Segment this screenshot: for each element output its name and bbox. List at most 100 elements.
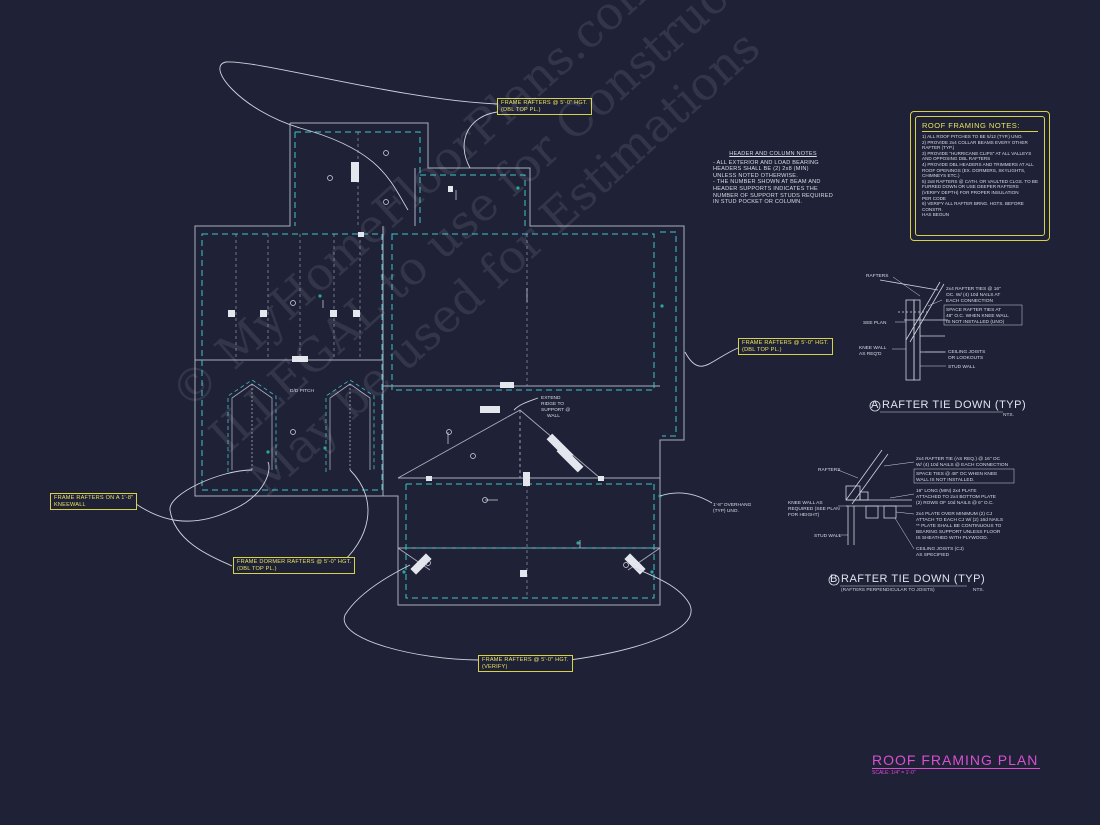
do-pitch-label: D/D PITCH: [290, 388, 315, 394]
detail-b-tie-2: W/ (4) 10d NAILS @ EACH CONNECTION: [916, 462, 1009, 468]
header-notes-line: HEADERS SHALL BE (2) 2x8 (MIN): [713, 166, 809, 173]
roof-notes-inner-frame: ROOF FRAMING NOTES: 1) ALL ROOF PITCHES …: [915, 116, 1045, 236]
detail-b-plateover-1: 2x4 PLATE OVER MINIMUM (2) CJ: [916, 511, 993, 517]
roof-note: RAFTER (TYP.): [922, 145, 955, 151]
detail-a-ceiling-1: CEILING JOISTS: [948, 349, 985, 355]
detail-a-space-1: SPACE RAFTER TIES AT: [946, 307, 1001, 313]
detail-a-stud: STUD WALL: [948, 364, 976, 370]
callout-dormer-rafters: FRAME DORMER RAFTERS @ 5'-0" HGT. (DBL T…: [233, 557, 356, 575]
detail-a-marker: [869, 400, 881, 412]
detail-a-space-box: [943, 304, 1023, 326]
detail-b-plateover-3: ** PLATE SHALL BE CONTINUOUS TO: [916, 523, 1002, 529]
roof-framing-notes: ROOF FRAMING NOTES: 1) ALL ROOF PITCHES …: [910, 111, 1050, 241]
roof-note: AND OPPOSING DBL RAFTERS: [922, 156, 991, 162]
detail-a-letter: A: [871, 399, 879, 411]
callout-kneewall-line-2: KNEEWALL: [54, 501, 86, 508]
header-notes-line: IN STUD POCKET OR COLUMN.: [713, 199, 803, 206]
roof-note: CHIMNEYS ETC.): [922, 173, 960, 179]
detail-b-stud: STUD WALL: [814, 533, 842, 539]
roof-note: 2) PROVIDE 2x4 COLLAR BEAMS EVERY OTHER: [922, 139, 1028, 145]
overhang-line-1: 1'-8" OVERHANG: [713, 502, 752, 508]
sheet-title: ROOF FRAMING PLAN: [872, 752, 1039, 768]
roof-note: 6) VERIFY ALL RAFTER BRNG. HGTS. BEFORE …: [922, 201, 1024, 212]
callout-bottom-rafters-line-1: FRAME RAFTERS @ 5'-0" HGT.: [482, 657, 569, 663]
callout-top-rafters-line-2: (DBL TOP PL.): [501, 106, 541, 113]
roof-note: 3) PROVIDE "HURRICANE CLIPS" AT ALL VALL…: [922, 150, 1032, 156]
detail-b-nts: NTS.: [973, 588, 984, 593]
detail-b-plateover-4: BEARING SUPPORT UNLESS FLOOR: [916, 529, 1001, 535]
rafter-lines-left: [235, 132, 528, 598]
detail-a-tie-1: 2x4 RAFTER TIES @ 16": [946, 286, 1001, 292]
callout-right-rafters: FRAME RAFTERS @ 5'-0" HGT. (DBL TOP PL.): [738, 338, 833, 356]
symbol-circles: [290, 150, 629, 568]
header-notes-title: HEADER AND COLUMN NOTES: [729, 151, 817, 157]
roof-note: 5) 2x8 RAFTERS @ CATH. OR VAULTED CLGS. …: [922, 178, 1039, 184]
detail-a-see-plan: SEE PLAN: [863, 320, 887, 326]
callout-bottom-rafters: FRAME RAFTERS @ 5'-0" HGT. (VERIFY): [478, 655, 573, 673]
framing-dashed-lines: [201, 131, 677, 599]
roof-note: 4) PROVIDE DBL HEADERS AND TRIMMERS AT A…: [922, 161, 1034, 167]
detail-a-knee-2: AS REQ'D: [859, 351, 882, 357]
detail-b-knee-3: FOR HEIGHT): [788, 512, 820, 518]
header-notes-line: - ALL EXTERIOR AND LOAD BEARING: [713, 159, 819, 166]
detail-b-leaders: [837, 461, 915, 550]
callout-kneewall: FRAME RAFTERS ON A 1'-8" KNEEWALL: [50, 493, 138, 511]
header-column-notes: HEADER AND COLUMN NOTES - ALL EXTERIOR A…: [713, 151, 833, 206]
detail-a-nts: NTS.: [1003, 413, 1014, 418]
roof-note: PER CODE: [922, 195, 946, 201]
callout-kneewall-line-1: FRAME RAFTERS ON A 1'-8": [54, 495, 134, 501]
detail-b-rafters-label: RAFTERS: [818, 467, 840, 473]
span-arrows: [322, 190, 581, 548]
detail-a-space-2: 48" O.C. WHEN KNEE WALL: [946, 313, 1009, 319]
roof-notes-list: 1) ALL ROOF PITCHES TO BE 5/12 (TYP.) UN…: [922, 134, 1039, 218]
detail-b-space-box: [913, 468, 1015, 484]
detail-a-rafters-label: RAFTERS: [866, 273, 888, 279]
header-notes-line: HEADER SUPPORTS INDICATES THE: [713, 185, 818, 192]
hip-roof-lines: [397, 409, 661, 571]
callout-dormer-line-2: (DBL TOP PL.): [237, 565, 277, 572]
dormer-dashed: [227, 379, 375, 472]
detail-b-plate-1: 16" LONG (MIN) 2x4 PLATE: [916, 488, 977, 494]
sheet-title-underline: [872, 768, 1040, 769]
detail-b-title: RAFTER TIE DOWN (TYP): [841, 573, 986, 585]
detail-b-subtitle: (RAFTERS PERPENDICULAR TO JOISTS): [841, 588, 935, 593]
teal-marks: [266, 186, 664, 574]
extend-ridge-line-2: RIDGE TO: [541, 401, 564, 407]
roof-note: HAS BEGUN: [922, 212, 950, 218]
detail-b-plateover-2: ATTACH TO EACH CJ W/ (2) 16d NAILS: [916, 517, 1003, 523]
detail-a-tie-2: OC. W/ (4) 10d NAILS AT: [946, 292, 1000, 298]
overhang-line-2: (TYP) UNO.: [713, 508, 739, 514]
wall-outlines: [194, 122, 685, 606]
callout-top-rafters-line-1: FRAME RAFTERS @ 5'-0" HGT.: [501, 100, 588, 106]
roof-notes-divider: [922, 131, 1038, 132]
extend-ridge-line-4: WALL: [547, 413, 560, 419]
roof-note: FURRED DOWN OR USE DEEPER RAFTERS: [922, 184, 1019, 190]
detail-a-ceiling-2: OR LOOKOUTS: [948, 355, 983, 361]
leader-curves: [135, 61, 739, 661]
dormers: [231, 383, 371, 470]
detail-b-knee-2: REQUIRED (SEE PLAN: [788, 506, 840, 512]
callout-right-rafters-line-1: FRAME RAFTERS @ 5'-0" HGT.: [742, 340, 829, 346]
detail-b-letter: B: [830, 573, 838, 585]
diagonal-beams: [410, 433, 646, 575]
detail-b-tie-1: 2x4 RAFTER TIE (AS REQ.) @ 16" OC: [916, 456, 1001, 462]
extend-ridge-line-1: EXTEND: [541, 395, 561, 401]
detail-b-drawing: [845, 449, 912, 545]
detail-b-space-1: SPACE TIES @ 48" OC WHEN KNEE: [916, 471, 997, 477]
callout-right-rafters-line-2: (DBL TOP PL.): [742, 346, 782, 353]
roof-note: (VERIFY DEPTH) FOR PROPER INSULATION: [922, 189, 1019, 195]
header-notes-line: - THE NUMBER SHOWN AT BEAM AND: [713, 179, 821, 186]
detail-a-title: RAFTER TIE DOWN (TYP): [882, 399, 1027, 411]
detail-a-knee-1: KNEE WALL: [859, 345, 887, 351]
detail-b-plateover-5: IS SHEATHED WITH PLYWOOD.: [916, 535, 988, 541]
detail-a-space-3: IS NOT INSTALLED (UNO): [946, 319, 1005, 325]
callout-dormer-line-1: FRAME DORMER RAFTERS @ 5'-0" HGT.: [237, 559, 352, 565]
detail-b-plate-2: ATTACHED TO 2x4 BOTTOM PLATE: [916, 494, 996, 500]
extend-ridge-line-3: SUPPORT @: [541, 407, 570, 413]
detail-b-plate-3: (2) ROWS OF 10d NAILS @ 6" O.C.: [916, 500, 994, 506]
sheet-scale: SCALE: 1/4" = 1'-0": [872, 770, 916, 776]
detail-b-marker: [828, 574, 840, 586]
callout-top-rafters: FRAME RAFTERS @ 5'-0" HGT. (DBL TOP PL.): [497, 98, 592, 116]
